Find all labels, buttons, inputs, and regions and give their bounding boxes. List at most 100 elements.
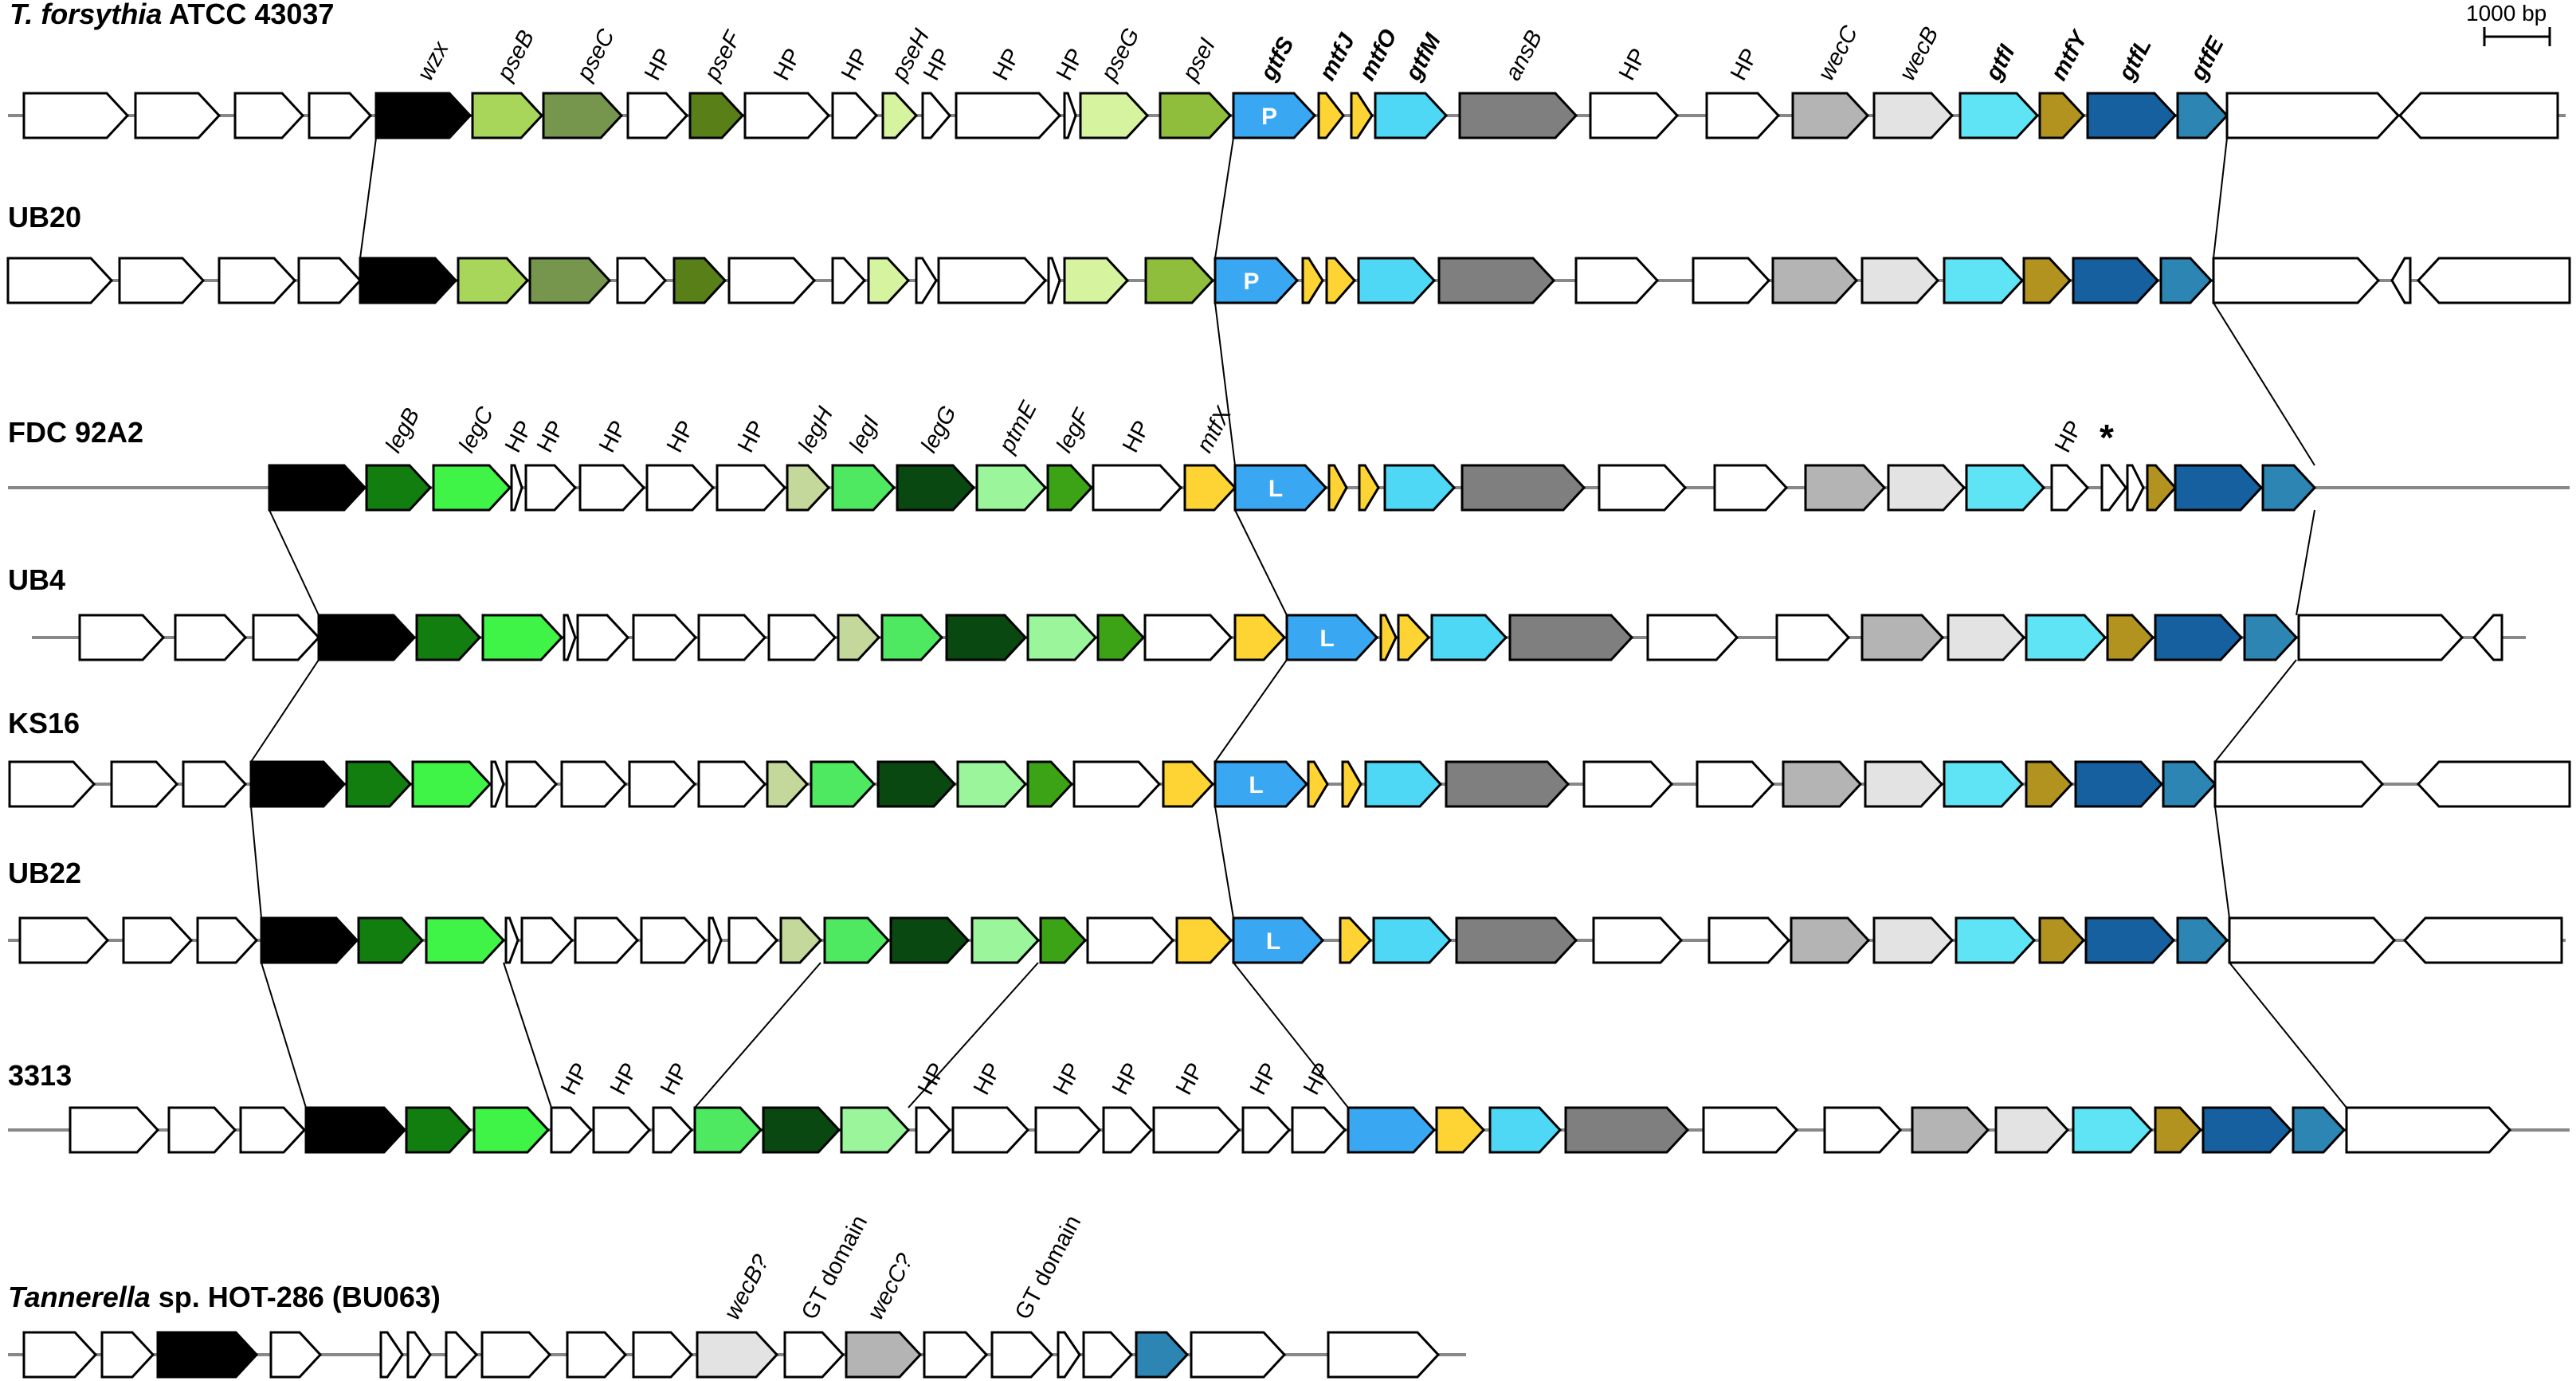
gene-arrow: [1135, 1331, 1190, 1379]
scale-bar: 1000 bp: [2466, 1, 2551, 46]
gene-arrow: [786, 464, 831, 512]
gene-arrow: [1598, 464, 1688, 512]
gene-arrow: [18, 916, 110, 964]
strain-label-ks16: KS16: [8, 707, 80, 740]
gene-arrow: [365, 464, 433, 512]
gene-arrow: [708, 916, 723, 964]
gene-arrow: [1574, 257, 1660, 304]
homology-connector: [1234, 509, 1288, 616]
gene-arrow: [1860, 257, 1940, 304]
gene-arrow: [1435, 1106, 1486, 1154]
gene-arrow: [345, 760, 413, 808]
scale-bar-label: 1000 bp: [2466, 1, 2547, 26]
gene-label: legH: [794, 403, 838, 457]
gene-arrow: [1034, 1106, 1102, 1154]
gene-arrow: [357, 916, 425, 964]
gene-arrow: [716, 464, 787, 512]
gene-arrow: [915, 257, 938, 304]
gene-label: gtfS: [1255, 33, 1299, 85]
gene-arrow: [880, 614, 944, 661]
gene-arrow: [1159, 92, 1233, 139]
gene-arrow: [560, 760, 628, 808]
gene-arrow: [304, 1106, 407, 1154]
gene-arrow: [1307, 760, 1329, 808]
gene-label: mtfY: [2046, 26, 2094, 84]
homology-connector: [250, 659, 320, 763]
gene-arrow: [574, 916, 640, 964]
gene-arrow: [727, 916, 779, 964]
gene-arrow: [696, 1331, 779, 1379]
gene-label: mtfO: [1355, 25, 1402, 84]
strain-label-fdc: FDC 92A2: [8, 416, 143, 449]
gene-arrow: [122, 916, 194, 964]
gene-arrow: [1357, 257, 1437, 304]
gene-arrow: [823, 916, 891, 964]
gene-arrow: [550, 1106, 594, 1154]
gene-arrow: [2416, 257, 2571, 304]
gene-arrow: [1823, 1106, 1903, 1154]
gene-arrow: [2086, 92, 2178, 139]
gene-inner-label: L: [1249, 772, 1263, 798]
strain-name-plain: sp. HOT-286 (BU063): [151, 1281, 441, 1313]
gene-arrow: [1350, 92, 1374, 139]
gene-arrow: [867, 257, 911, 304]
gene-inner-label: P: [1243, 269, 1259, 295]
gene-arrow: [1589, 92, 1680, 139]
gene-arrow: [810, 760, 876, 808]
gene-inner-label: L: [1266, 928, 1280, 955]
gene-arrow: [268, 464, 367, 512]
gene-arrow: [1397, 614, 1431, 661]
gene-arrow: [425, 916, 506, 964]
gene-arrow: [524, 464, 578, 512]
gene-arrow: [1214, 760, 1309, 808]
gene-arrow: [1358, 464, 1380, 512]
gene-arrow: [1102, 1106, 1154, 1154]
gene-arrow: [1702, 1106, 1799, 1154]
gene-arrow: [2243, 614, 2299, 661]
gene-arrow: [876, 760, 957, 808]
gene-arrow: [1233, 614, 1287, 661]
strain-label-hot: Tannerella sp. HOT-286 (BU063): [8, 1281, 441, 1313]
gene-arrow: [783, 1331, 845, 1379]
gene-arrow: [182, 760, 248, 808]
gene-arrow: [1994, 1106, 2070, 1154]
gene-arrow: [1860, 614, 1945, 661]
gene-arrow: [1072, 760, 1162, 808]
gene-arrow: [2225, 92, 2401, 139]
gene-arrow: [2159, 257, 2213, 304]
gene-arrow: [490, 760, 505, 808]
gene-arrow: [1696, 760, 1775, 808]
gene-arrow: [762, 1106, 841, 1154]
gene-arrow: [471, 92, 544, 139]
homology-connector: [261, 962, 307, 1108]
gene-arrow: [845, 1331, 923, 1379]
gene-arrow: [2050, 464, 2090, 512]
gene-arrow: [1341, 760, 1362, 808]
gene-label: pseC: [571, 25, 620, 86]
gene-label: wecB: [1895, 23, 1944, 85]
gene-arrow: [1804, 464, 1887, 512]
gene-arrow: [249, 760, 347, 808]
gene-arrow: [2345, 1106, 2512, 1154]
gene-arrow: [480, 1331, 552, 1379]
gene-arrow: [693, 1106, 763, 1154]
gene-arrow: [1026, 614, 1098, 661]
gene-arrow: [1372, 916, 1453, 964]
gene-arrow: [1190, 1331, 1287, 1379]
gene-arrow: [645, 464, 716, 512]
gene-arrow: [1317, 92, 1345, 139]
gene-arrow: [766, 760, 810, 808]
gene-arrow: [1046, 464, 1094, 512]
gene-arrow: [2072, 257, 2160, 304]
gene-arrow: [840, 1106, 911, 1154]
gene-label: ptmE: [994, 397, 1042, 457]
gene-arrow: [632, 614, 698, 661]
strain-label-3313: 3313: [8, 1059, 72, 1092]
gene-arrow: [975, 464, 1048, 512]
gene-label: HP: [1171, 1059, 1209, 1100]
gene-arrow: [2074, 760, 2164, 808]
gene-inner-label: L: [1268, 476, 1283, 502]
